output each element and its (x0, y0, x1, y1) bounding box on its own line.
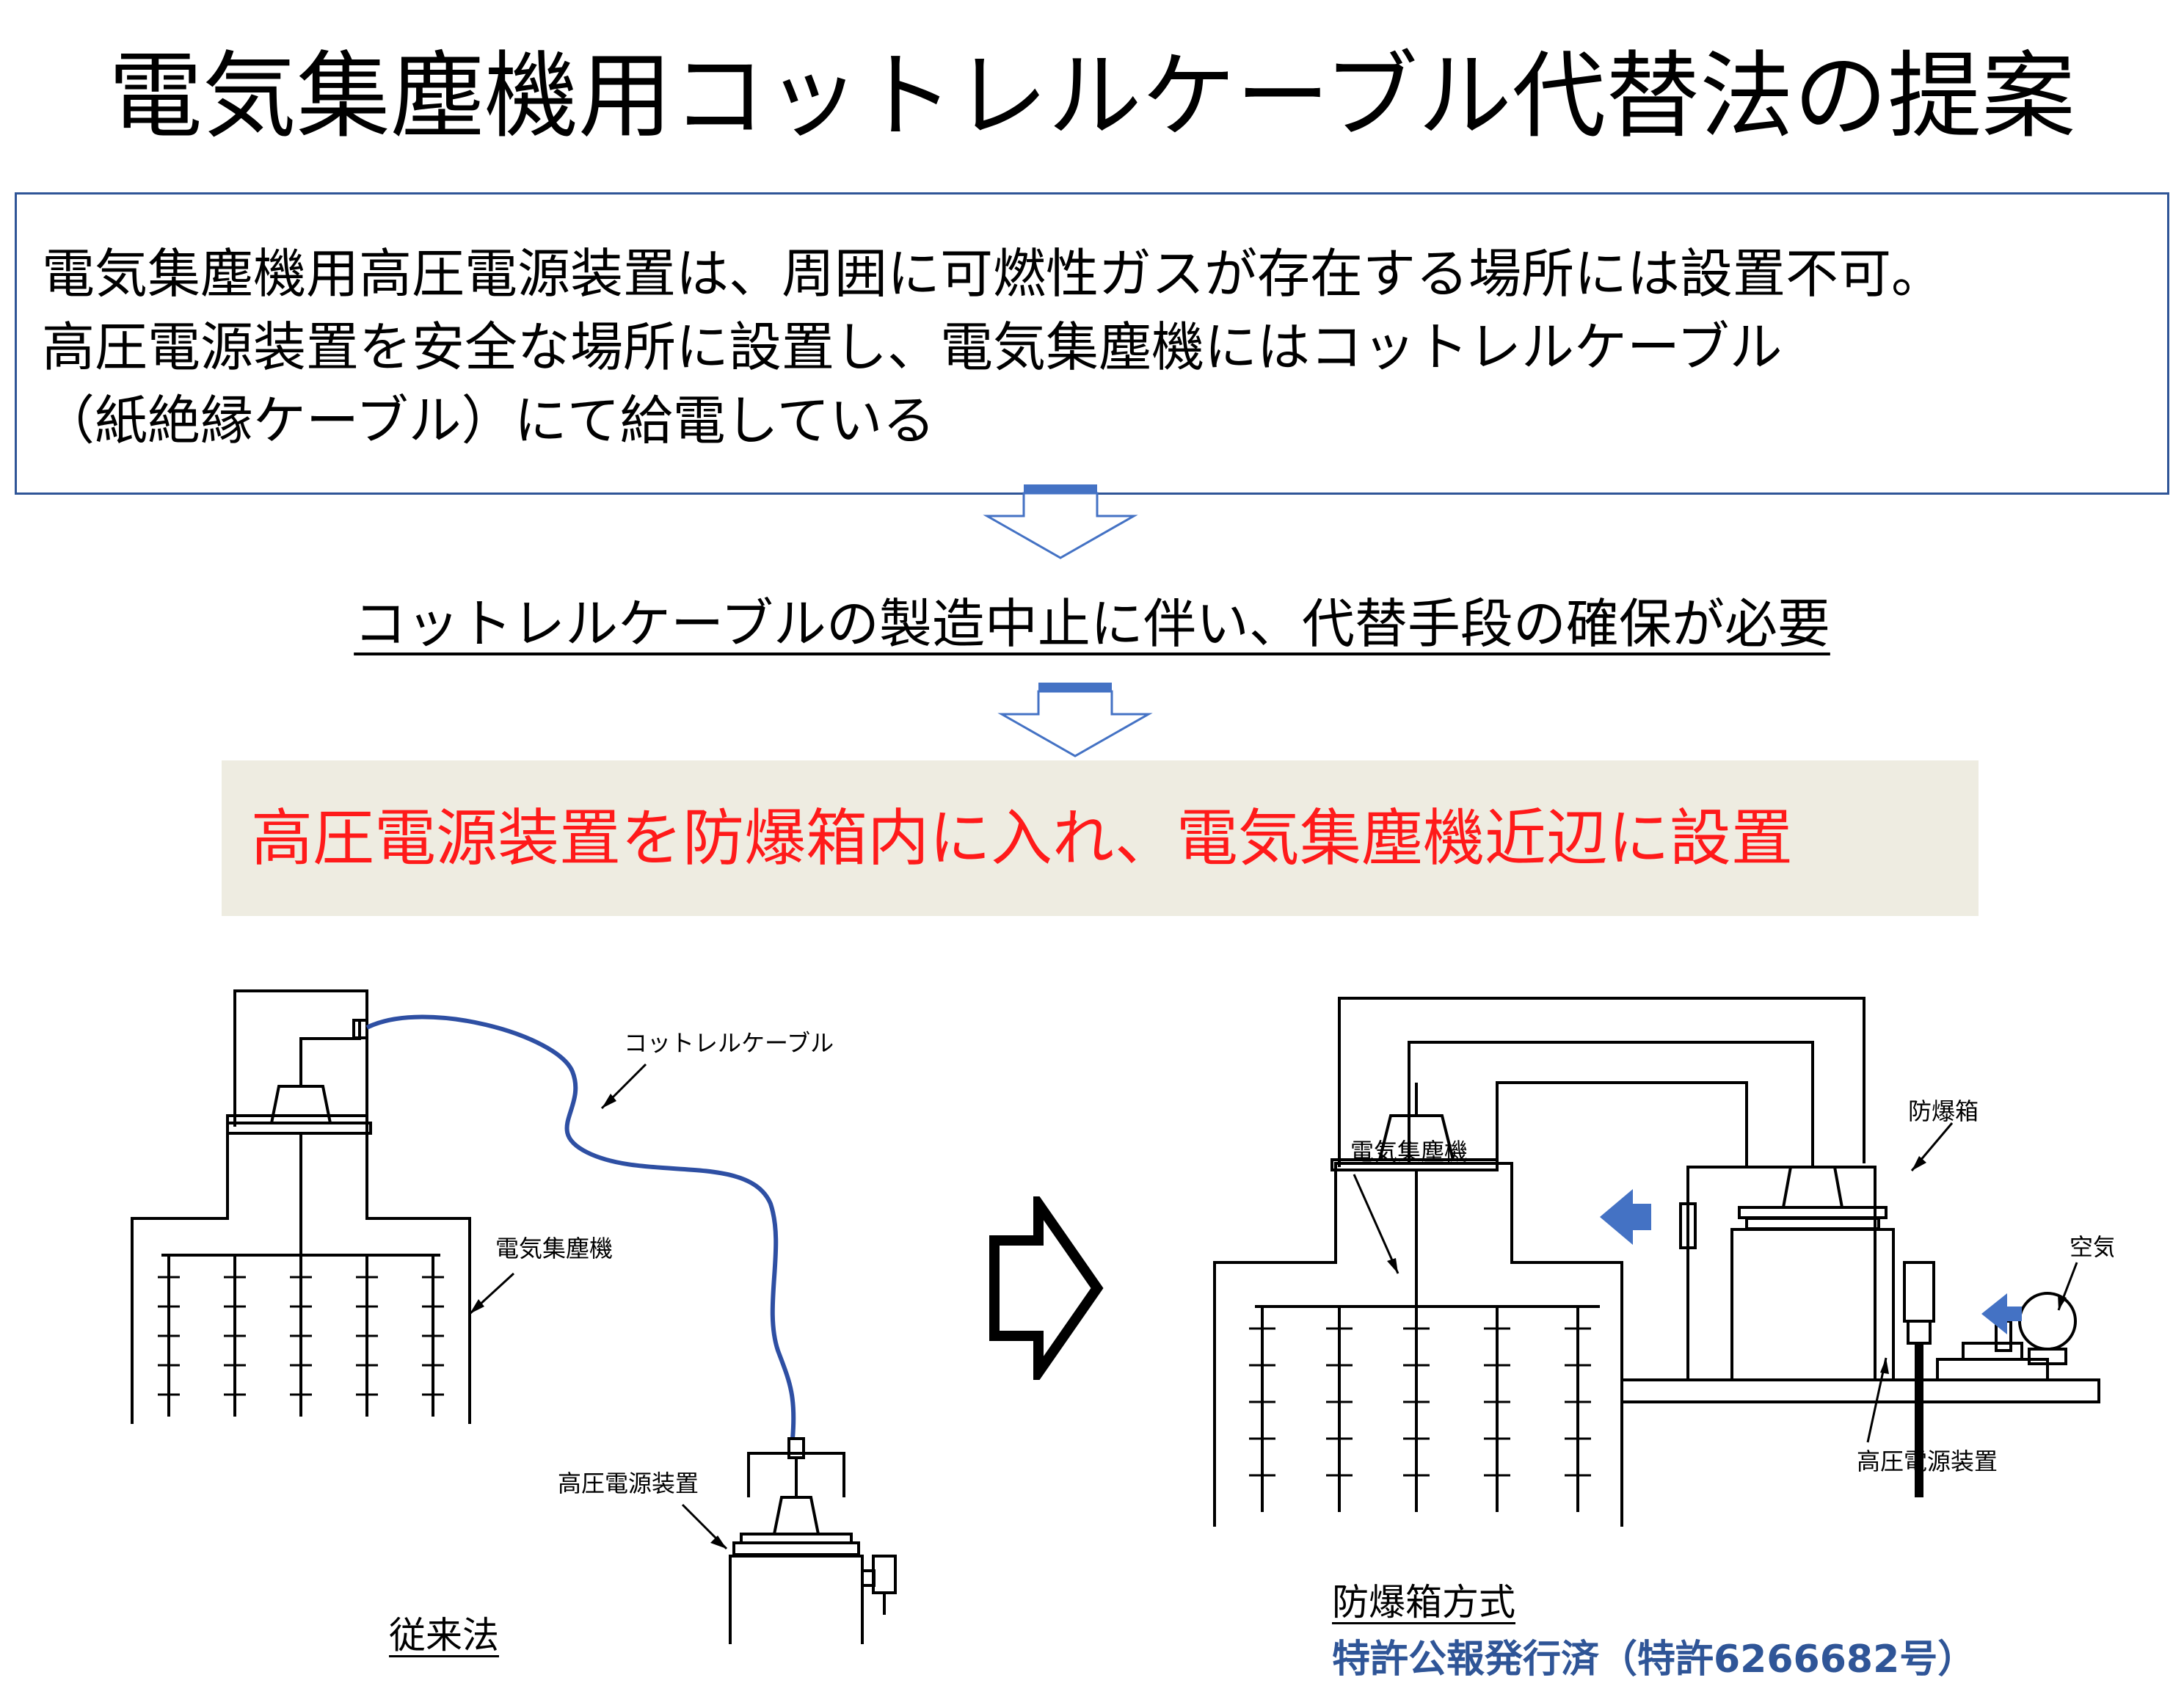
electrode-array (158, 1255, 444, 1417)
page-title: 電気集塵機用コットレルケーブル代替法の提案 (108, 42, 2076, 151)
caption-conventional: 従来法 (389, 1614, 499, 1657)
air-outflow-arrow-icon (1600, 1189, 1651, 1245)
down-arrow-icon-1 (983, 484, 1138, 559)
label-power-supply-left: 高圧電源装置 (558, 1469, 699, 1497)
down-arrow-icon-2 (997, 683, 1153, 757)
proposal-text: 高圧電源装置を防爆箱内に入れ、電気集塵機近辺に設置 (251, 802, 1793, 874)
intro-line-2: 高圧電源装置を安全な場所に設置し、電気集塵機にはコットレルケーブル (42, 316, 1783, 378)
conventional-diagram: コットレルケーブル 電気集塵機 高圧電源装置 (131, 989, 897, 1644)
intro-box: 電気集塵機用高圧電源装置は、周囲に可燃性ガスが存在する場所には設置不可。 高圧電… (15, 192, 2169, 495)
caption-explosion-proof-method: 防爆箱方式 (1332, 1581, 1515, 1624)
label-cotrell-cable: コットレルケーブル (624, 1029, 834, 1057)
power-supply-unit (729, 1437, 897, 1644)
explosion-proof-diagram: 電気集塵機 防爆箱 空気 高圧電源装置 (1213, 997, 2114, 1527)
intro-line-1: 電気集塵機用高圧電源装置は、周囲に可燃性ガスが存在する場所には設置不可。 (42, 243, 1945, 305)
label-precipitator-right: 電気集塵機 (1350, 1138, 1468, 1166)
middle-text-content: コットレルケーブルの製造中止に伴い、代替手段の確保が必要 (354, 593, 1830, 655)
label-precipitator-left: 電気集塵機 (495, 1235, 613, 1262)
label-power-supply-right: 高圧電源装置 (1857, 1447, 1998, 1475)
air-inflow-arrow-icon (1981, 1293, 2022, 1334)
proposal-box: 高圧電源装置を防爆箱内に入れ、電気集塵機近辺に設置 (222, 760, 1979, 916)
right-arrow-icon (989, 1196, 1104, 1380)
patent-note: 特許公報発行済（特許6266682号） (1332, 1638, 1976, 1682)
label-air: 空気 (2070, 1233, 2114, 1261)
cotrell-cable (365, 1014, 796, 1439)
label-explosion-proof-box: 防爆箱 (1908, 1097, 1979, 1125)
middle-text: コットレルケーブルの製造中止に伴い、代替手段の確保が必要 (0, 587, 2184, 661)
intro-line-3: （紙絶縁ケーブル）にて給電している (42, 390, 936, 451)
precipitator-outline (131, 1114, 471, 1424)
